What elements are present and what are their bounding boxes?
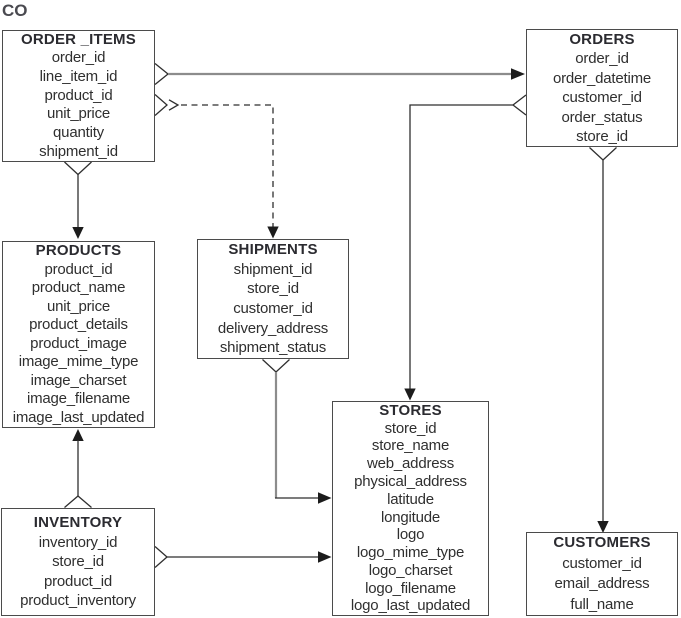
relationship-shipments-stores — [262, 359, 332, 504]
entity-orders[interactable]: ORDERS order_id order_datetime customer_id… — [526, 29, 678, 147]
entity-fields: customer_id email_address full_name — [555, 554, 650, 616]
field-row: store_id — [576, 128, 628, 145]
relationship-inventory-stores — [154, 546, 332, 568]
field-row: product_id — [43, 572, 113, 590]
field-row: product_name — [31, 279, 126, 296]
field-row: order_datetime — [552, 69, 652, 87]
schema-label: CO — [2, 1, 28, 20]
field-row: image_charset — [30, 371, 127, 389]
field-row: shipment_id — [233, 260, 313, 278]
field-row: logo_filename — [365, 579, 456, 597]
field-row: shipment_id — [39, 142, 118, 160]
field-row: store_id — [247, 280, 299, 298]
field-row: shipment_status — [219, 339, 327, 357]
entity-fields: order_id order_datetime customer_id order_s… — [553, 49, 651, 147]
field-row: unit_price — [46, 105, 111, 123]
entity-shipments[interactable]: SHIPMENTS shipment_id store_id customer_id… — [197, 239, 349, 359]
field-row: quantity — [53, 124, 104, 142]
field-row: web_address — [366, 455, 455, 473]
field-row: inventory_id — [38, 533, 118, 551]
field-row: customer_id — [562, 89, 642, 106]
field-row: image_mime_type — [18, 353, 139, 370]
entity-title: INVENTORY — [33, 514, 123, 532]
field-row: customer_id — [562, 554, 642, 572]
entity-title: ORDER _ITEMS — [21, 30, 136, 48]
field-row: order_id — [51, 49, 106, 67]
relationship-inventory-products — [64, 429, 92, 508]
field-row: delivery_address — [217, 319, 329, 337]
field-row: product_details — [29, 316, 128, 333]
field-row: logo — [396, 526, 425, 544]
field-row: store_id — [384, 419, 437, 437]
field-row: image_filename — [26, 390, 131, 407]
field-row: physical_address — [354, 472, 467, 490]
field-row: unit_price — [46, 297, 111, 315]
relationship-order-items-shipments — [154, 94, 279, 239]
field-row: order_status — [561, 108, 643, 126]
field-row: store_name — [371, 437, 450, 455]
field-row: longitude — [380, 508, 441, 526]
entity-fields: shipment_id store_id customer_id delivery_a… — [218, 260, 328, 359]
field-row: product_inventory — [20, 592, 136, 610]
entity-title: CUSTOMERS — [553, 534, 651, 551]
relationship-orders-customers — [589, 147, 617, 533]
relationship-order-items-products — [64, 161, 92, 239]
field-row: product_id — [44, 260, 113, 278]
field-row: product_id — [44, 86, 113, 104]
field-row: store_id — [52, 553, 104, 571]
field-row: logo_mime_type — [356, 544, 465, 562]
field-row: logo_charset — [368, 561, 453, 579]
entity-title: STORES — [379, 401, 442, 419]
field-row: latitude — [387, 490, 434, 508]
field-row: customer_id — [233, 300, 313, 317]
entity-customers[interactable]: CUSTOMERS customer_id email_address full_n… — [526, 532, 678, 616]
field-row: email_address — [554, 575, 650, 592]
field-row: order_id — [575, 50, 629, 67]
field-row: image_last_updated — [12, 408, 145, 426]
relationship-order-items-orders — [154, 62, 525, 86]
field-row: logo_last_updated — [350, 597, 471, 615]
relationship-orders-stores — [404, 94, 527, 401]
entity-title: ORDERS — [569, 30, 635, 48]
field-row: product_image — [30, 334, 127, 352]
field-row: line_item_id — [39, 67, 118, 85]
entity-title: PRODUCTS — [35, 242, 122, 259]
entity-title: SHIPMENTS — [228, 240, 318, 258]
field-row: full_name — [570, 595, 634, 613]
